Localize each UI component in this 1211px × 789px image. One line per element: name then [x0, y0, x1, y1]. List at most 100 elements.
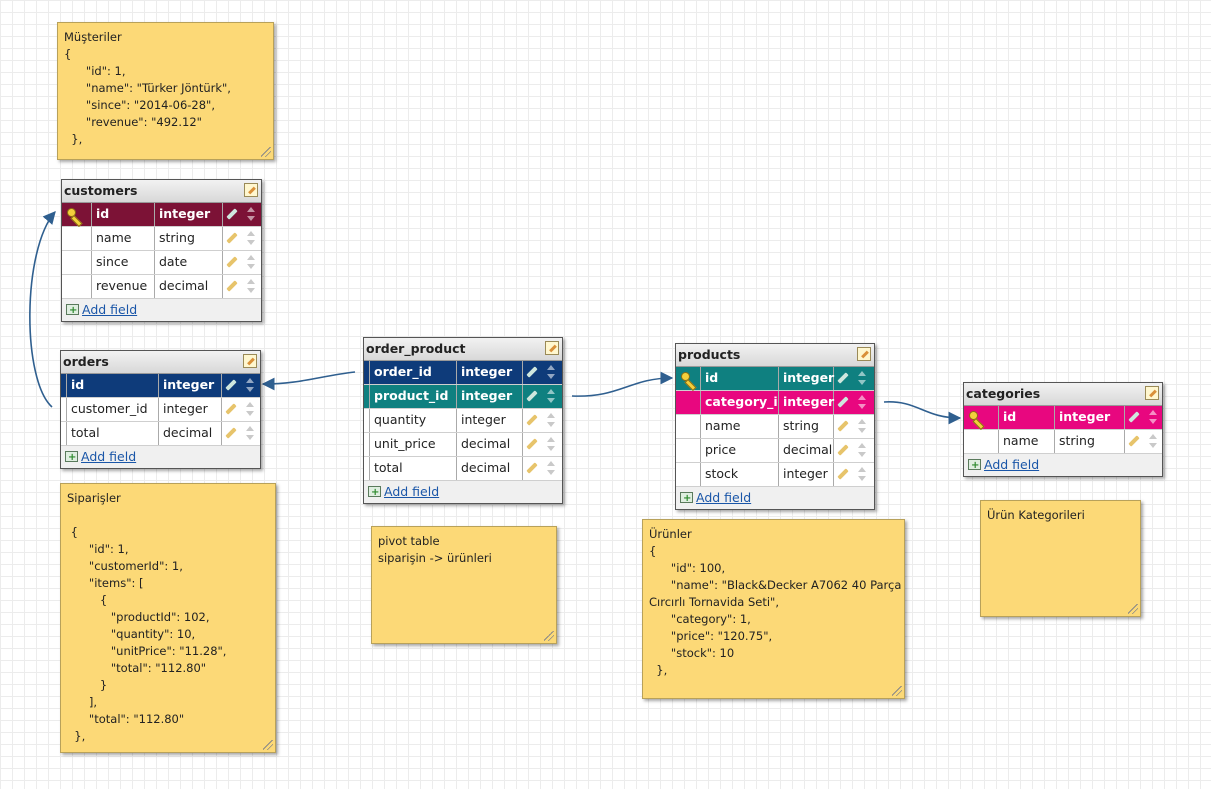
note-resize-handle[interactable] [263, 740, 273, 750]
note-resize-handle[interactable] [1128, 604, 1138, 614]
edit-field-pencil-icon[interactable] [526, 414, 538, 426]
field-row[interactable]: total decimal [364, 457, 562, 481]
reorder-field-arrows-icon[interactable] [547, 461, 555, 475]
reorder-field-arrows-icon[interactable] [247, 255, 255, 269]
edit-field-pencil-icon[interactable] [226, 256, 238, 268]
note-resize-handle[interactable] [892, 686, 902, 696]
field-name: price [701, 439, 779, 462]
add-field-icon[interactable] [368, 482, 381, 504]
reorder-field-arrows-icon[interactable] [858, 443, 866, 457]
edit-field-pencil-icon[interactable] [837, 420, 849, 432]
edit-field-pencil-icon[interactable] [837, 444, 849, 456]
add-field-link[interactable]: Add field [82, 302, 138, 317]
field-name: category_id [701, 391, 779, 414]
key-cell [364, 457, 370, 480]
edit-field-pencil-icon[interactable] [526, 462, 538, 474]
reorder-field-arrows-icon[interactable] [547, 365, 555, 379]
add-field-link[interactable]: Add field [984, 457, 1040, 472]
table-order-product[interactable]: order_product order_id integer product_i… [363, 337, 563, 504]
reorder-field-arrows-icon[interactable] [858, 467, 866, 481]
field-type: integer [159, 398, 222, 421]
edit-table-icon[interactable] [857, 347, 871, 361]
field-row[interactable]: stock integer [676, 463, 874, 487]
add-field-icon[interactable] [66, 300, 79, 322]
field-row[interactable]: revenue decimal [62, 275, 261, 299]
key-cell [676, 367, 701, 390]
field-actions [523, 409, 562, 432]
field-row-primary-key[interactable]: id integer [61, 374, 260, 398]
note-orders[interactable]: Siparişler { "id": 1, "customerId": 1, "… [60, 483, 276, 753]
reorder-field-arrows-icon[interactable] [858, 395, 866, 409]
table-header[interactable]: order_product [364, 338, 562, 361]
note-customers[interactable]: Müşteriler { "id": 1, "name": "Türker Jö… [57, 22, 274, 160]
edit-field-pencil-icon[interactable] [225, 403, 237, 415]
table-title: order_product [366, 341, 466, 356]
edit-field-pencil-icon[interactable] [526, 390, 538, 402]
field-row-primary-key[interactable]: id integer [62, 203, 261, 227]
field-row[interactable]: name string [676, 415, 874, 439]
reorder-field-arrows-icon[interactable] [246, 402, 254, 416]
field-row-foreign-key[interactable]: order_id integer [364, 361, 562, 385]
reorder-field-arrows-icon[interactable] [858, 371, 866, 385]
edit-table-icon[interactable] [1145, 386, 1159, 400]
table-header[interactable]: products [676, 344, 874, 367]
reorder-field-arrows-icon[interactable] [246, 426, 254, 440]
edit-field-pencil-icon[interactable] [1128, 435, 1140, 447]
table-header[interactable]: orders [61, 351, 260, 374]
edit-field-pencil-icon[interactable] [837, 396, 849, 408]
table-customers[interactable]: customers id integer name string since d… [61, 179, 262, 322]
field-row[interactable]: name string [964, 430, 1162, 454]
field-row[interactable]: price decimal [676, 439, 874, 463]
edit-field-pencil-icon[interactable] [526, 438, 538, 450]
edit-field-pencil-icon[interactable] [226, 232, 238, 244]
edit-field-pencil-icon[interactable] [225, 427, 237, 439]
field-row-primary-key[interactable]: id integer [676, 367, 874, 391]
edit-field-pencil-icon[interactable] [226, 280, 238, 292]
reorder-field-arrows-icon[interactable] [547, 437, 555, 451]
edit-field-pencil-icon[interactable] [225, 379, 237, 391]
add-field-icon[interactable] [680, 488, 693, 510]
reorder-field-arrows-icon[interactable] [247, 279, 255, 293]
reorder-field-arrows-icon[interactable] [1149, 410, 1157, 424]
add-field-link[interactable]: Add field [384, 484, 440, 499]
field-row-foreign-key[interactable]: product_id integer [364, 385, 562, 409]
note-products[interactable]: Ürünler { "id": 100, "name": "Black&Deck… [642, 519, 905, 699]
edit-field-pencil-icon[interactable] [1128, 411, 1140, 423]
reorder-field-arrows-icon[interactable] [247, 207, 255, 221]
table-products[interactable]: products id integer category_id integer … [675, 343, 875, 510]
field-row[interactable]: since date [62, 251, 261, 275]
edit-field-pencil-icon[interactable] [526, 366, 538, 378]
reorder-field-arrows-icon[interactable] [246, 378, 254, 392]
table-header[interactable]: customers [62, 180, 261, 203]
reorder-field-arrows-icon[interactable] [858, 419, 866, 433]
note-pivot-table[interactable]: pivot table siparişin -> ürünleri [371, 526, 557, 644]
reorder-field-arrows-icon[interactable] [547, 389, 555, 403]
note-resize-handle[interactable] [261, 147, 271, 157]
add-field-link[interactable]: Add field [696, 490, 752, 505]
note-resize-handle[interactable] [544, 631, 554, 641]
table-categories[interactable]: categories id integer name string Add fi… [963, 382, 1163, 477]
reorder-field-arrows-icon[interactable] [1149, 434, 1157, 448]
edit-table-icon[interactable] [244, 183, 258, 197]
add-field-icon[interactable] [968, 455, 981, 477]
note-categories[interactable]: Ürün Kategorileri [980, 500, 1141, 617]
field-row[interactable]: customer_id integer [61, 398, 260, 422]
field-name: customer_id [67, 398, 159, 421]
field-row[interactable]: unit_price decimal [364, 433, 562, 457]
field-row-primary-key[interactable]: id integer [964, 406, 1162, 430]
field-row[interactable]: name string [62, 227, 261, 251]
table-header[interactable]: categories [964, 383, 1162, 406]
edit-table-icon[interactable] [545, 341, 559, 355]
add-field-link[interactable]: Add field [81, 449, 137, 464]
edit-field-pencil-icon[interactable] [837, 468, 849, 480]
reorder-field-arrows-icon[interactable] [247, 231, 255, 245]
field-row-foreign-key[interactable]: category_id integer [676, 391, 874, 415]
edit-table-icon[interactable] [243, 354, 257, 368]
edit-field-pencil-icon[interactable] [226, 208, 238, 220]
edit-field-pencil-icon[interactable] [837, 372, 849, 384]
reorder-field-arrows-icon[interactable] [547, 413, 555, 427]
add-field-icon[interactable] [65, 447, 78, 469]
field-row[interactable]: quantity integer [364, 409, 562, 433]
table-orders[interactable]: orders id integer customer_id integer to… [60, 350, 261, 469]
field-row[interactable]: total decimal [61, 422, 260, 446]
